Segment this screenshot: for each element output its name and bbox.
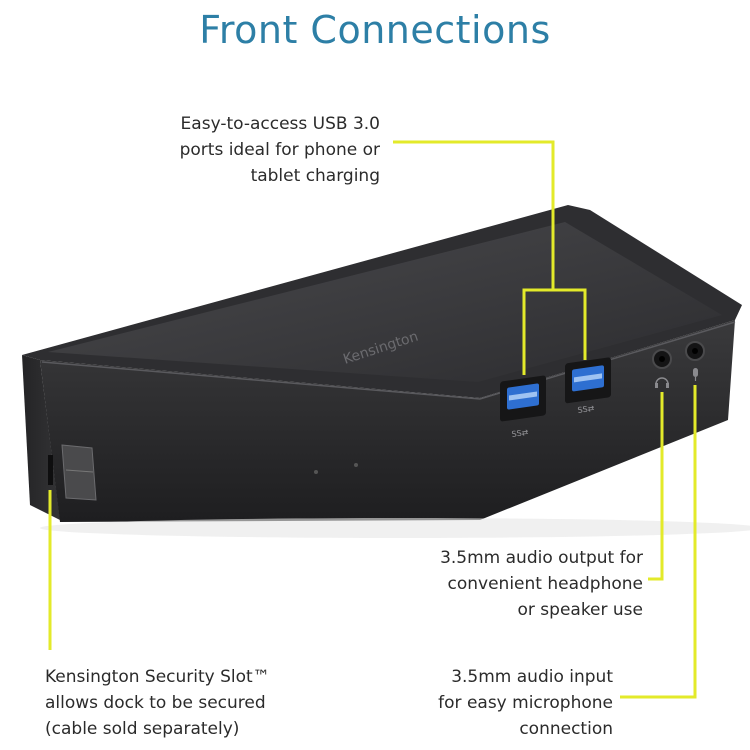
callout-usb-ports: Easy-to-access USB 3.0 ports ideal for p… (150, 111, 380, 189)
callout-security-slot: Kensington Security Slot™ allows dock to… (45, 664, 335, 742)
headphone-icon (655, 377, 669, 388)
leader-usb (393, 140, 555, 290)
page-title: Front Connections (199, 8, 551, 52)
audio-output-jack (652, 349, 672, 369)
microphone-icon (693, 368, 698, 381)
usb-port-1 (500, 375, 546, 422)
callout-line: tablet charging (250, 166, 380, 186)
audio-input-jack (685, 341, 705, 361)
usb-label: SS⇄ (577, 404, 595, 415)
callout-line: allows dock to be secured (45, 693, 266, 713)
dock-body (22, 205, 750, 538)
callout-line: Easy-to-access USB 3.0 (180, 114, 380, 134)
callout-line: Kensington Security Slot™ (45, 667, 270, 687)
usb-label: SS⇄ (511, 428, 529, 439)
usb-port-2 (565, 357, 611, 404)
leader-audio-out (648, 392, 664, 581)
led-indicator (314, 470, 318, 474)
leader-audio-in (620, 385, 697, 699)
led-indicator (354, 463, 358, 467)
leader-lines (48, 140, 697, 699)
security-slot (48, 455, 53, 485)
callout-line: ports ideal for phone or (179, 140, 380, 160)
callout-line: convenient headphone (447, 574, 643, 594)
callout-line: for easy microphone (438, 693, 613, 713)
leader-usb-branch (522, 288, 587, 375)
callout-audio-output: 3.5mm audio output for convenient headph… (360, 545, 643, 623)
compliance-label (61, 444, 97, 501)
callout-audio-input: 3.5mm audio input for easy microphone co… (360, 664, 613, 742)
callout-line: or speaker use (517, 600, 644, 620)
callout-line: (cable sold separately) (45, 719, 240, 739)
callout-line: 3.5mm audio input (451, 667, 613, 687)
callout-line: connection (519, 719, 613, 739)
callout-line: 3.5mm audio output for (440, 548, 643, 568)
